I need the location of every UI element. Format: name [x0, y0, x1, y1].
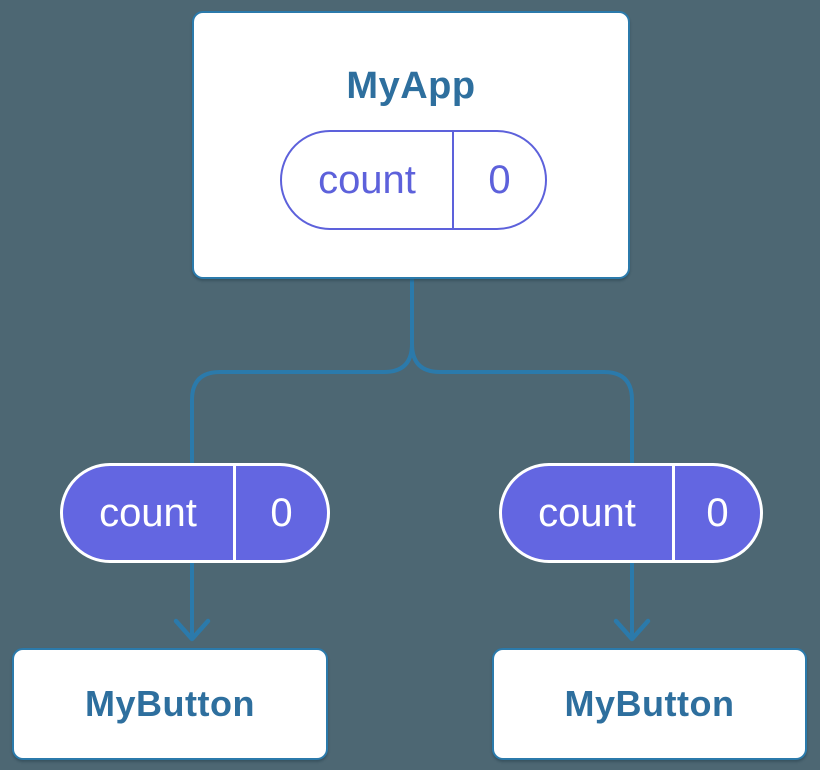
myapp-node-title: MyApp	[346, 65, 476, 107]
left-prop-name: count	[63, 466, 236, 560]
left-prop-value: 0	[270, 490, 293, 535]
right-prop-value: 0	[706, 490, 729, 535]
mybutton-node-left: MyButton	[12, 648, 328, 760]
root-state-pill: count 0	[280, 130, 547, 230]
mybutton-right-title: MyButton	[564, 683, 735, 724]
root-state-name: count	[282, 132, 454, 228]
arrowhead-right-icon	[613, 618, 651, 642]
mybutton-left-title: MyButton	[85, 683, 255, 724]
branch-left-line	[190, 279, 414, 637]
right-prop-name: count	[502, 466, 675, 560]
branch-right-line	[410, 343, 634, 637]
left-prop-pill: count 0	[60, 463, 330, 563]
arrowhead-left-icon	[173, 618, 211, 642]
root-state-value: 0	[488, 157, 511, 202]
right-prop-pill: count 0	[499, 463, 763, 563]
mybutton-node-right: MyButton	[492, 648, 807, 760]
